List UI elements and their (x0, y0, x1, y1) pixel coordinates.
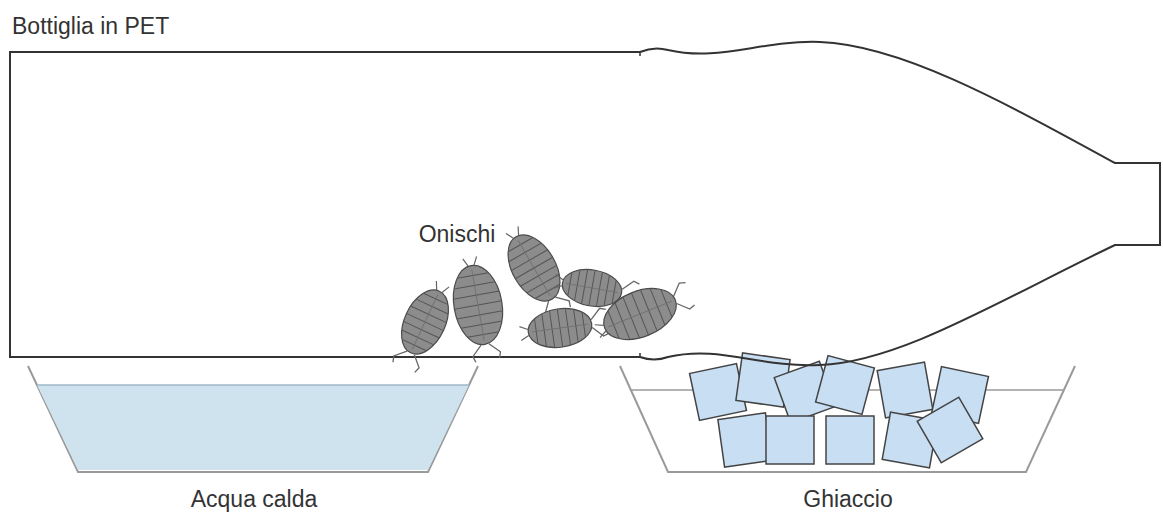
woodlouse (518, 302, 610, 352)
ice-cube (766, 416, 814, 464)
woodlouse (385, 275, 461, 376)
caption-label: Acqua calda (191, 487, 318, 512)
hot-water-tray (28, 366, 478, 472)
part-label: Bottiglia in PET (12, 14, 169, 39)
pet-bottle (10, 42, 1160, 365)
ice-tray (620, 353, 1075, 472)
woodlice (385, 219, 698, 376)
caption-label: Ghiaccio (803, 487, 892, 512)
ice-cube (826, 416, 874, 464)
caption-label: Onischi (419, 222, 496, 247)
ice-cube (718, 413, 772, 467)
woodlouse (446, 254, 511, 365)
ice-cube (917, 397, 983, 463)
ice-cube (877, 362, 933, 418)
woodlouse (589, 273, 699, 353)
